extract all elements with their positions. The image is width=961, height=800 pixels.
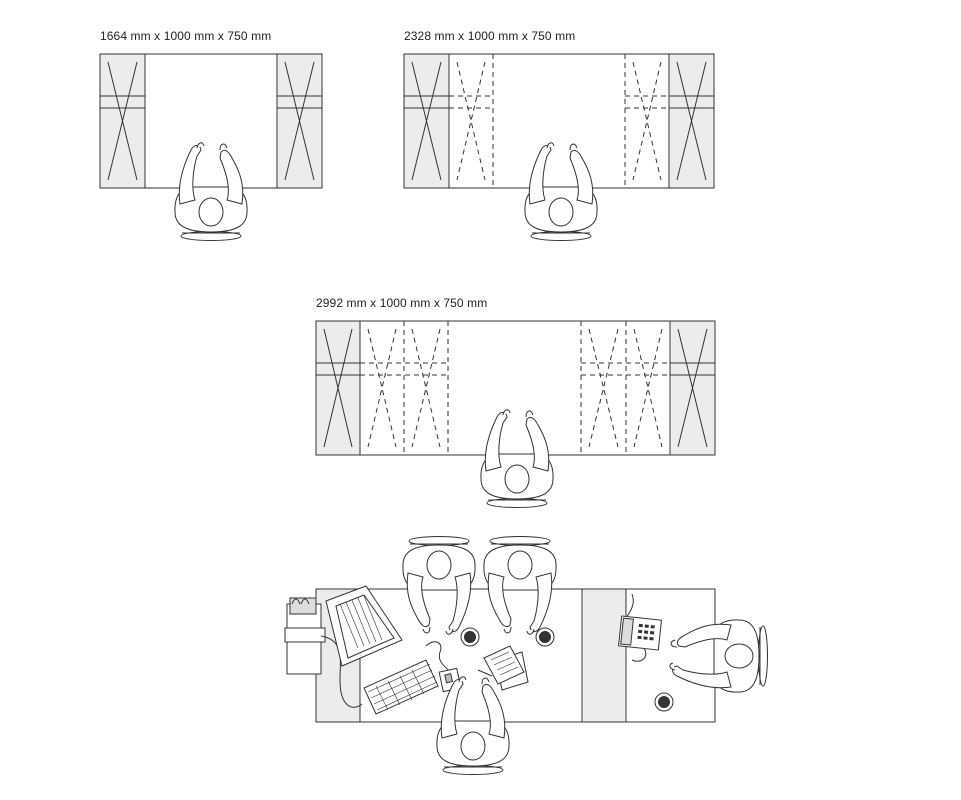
printer-device: [284, 597, 326, 675]
dimension-label-1664: 1664 mm x 1000 mm x 750 mm: [100, 29, 272, 43]
document-papers: [477, 645, 529, 691]
dimension-label-2328: 2328 mm x 1000 mm x 750 mm: [404, 29, 576, 43]
keyboard: [363, 659, 439, 715]
monitor: [325, 585, 403, 667]
telephone: [617, 615, 663, 651]
coffee-cup: [654, 692, 674, 712]
desk-2328: [403, 53, 715, 189]
desk-2992: [315, 320, 716, 456]
coffee-cup: [535, 627, 555, 647]
coffee-cup: [460, 627, 480, 647]
desk-1664: [99, 53, 323, 189]
dimension-label-2992: 2992 mm x 1000 mm x 750 mm: [316, 296, 488, 310]
